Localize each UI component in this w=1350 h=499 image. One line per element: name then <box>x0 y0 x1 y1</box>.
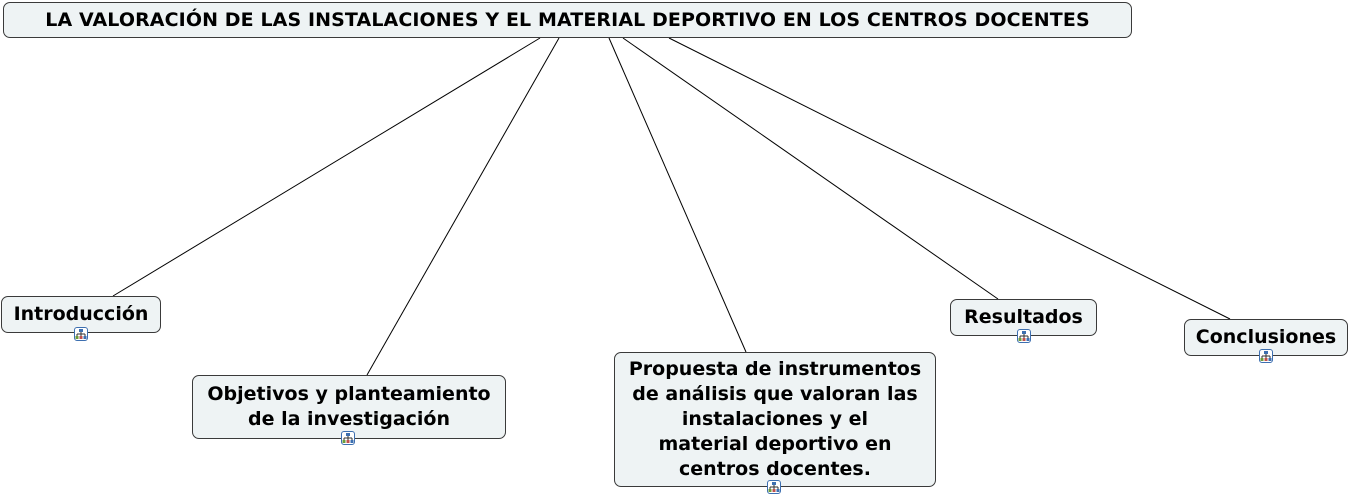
connector-resultados <box>622 37 999 300</box>
topic-label-line: instalaciones y el <box>681 408 869 430</box>
topic-label: Conclusiones <box>1195 326 1337 348</box>
topic-label: Resultados <box>964 306 1083 328</box>
connector-objetivos <box>366 37 560 376</box>
submap-icon[interactable] <box>1017 329 1031 343</box>
root-topic-label: LA VALORACIÓN DE LAS INSTALACIONES Y EL … <box>45 9 1090 31</box>
topic-label: Introducción <box>13 303 149 325</box>
topic-introduccion[interactable]: Introducción <box>1 296 161 333</box>
topic-label-line: de la investigación <box>247 408 451 430</box>
submap-icon[interactable] <box>74 327 88 341</box>
topic-objetivos[interactable]: Objetivos y planteamiento de la investig… <box>192 375 506 439</box>
submap-icon[interactable] <box>767 480 781 494</box>
connector-conclusiones <box>668 37 1231 320</box>
topic-label-line: de análisis que valoran las <box>632 383 918 405</box>
topic-label-line: Propuesta de instrumentos <box>628 358 922 380</box>
topic-label-line: centros docentes. <box>679 458 871 480</box>
connector-introduccion <box>112 37 541 297</box>
topic-propuesta[interactable]: Propuesta de instrumentos de análisis qu… <box>614 352 936 487</box>
connector-propuesta <box>608 37 747 353</box>
submap-icon[interactable] <box>341 431 355 445</box>
root-topic[interactable]: LA VALORACIÓN DE LAS INSTALACIONES Y EL … <box>3 2 1132 38</box>
submap-icon[interactable] <box>1259 349 1273 363</box>
topic-label-line: material deportivo en <box>658 433 892 455</box>
topic-label-line: Objetivos y planteamiento <box>207 383 491 405</box>
